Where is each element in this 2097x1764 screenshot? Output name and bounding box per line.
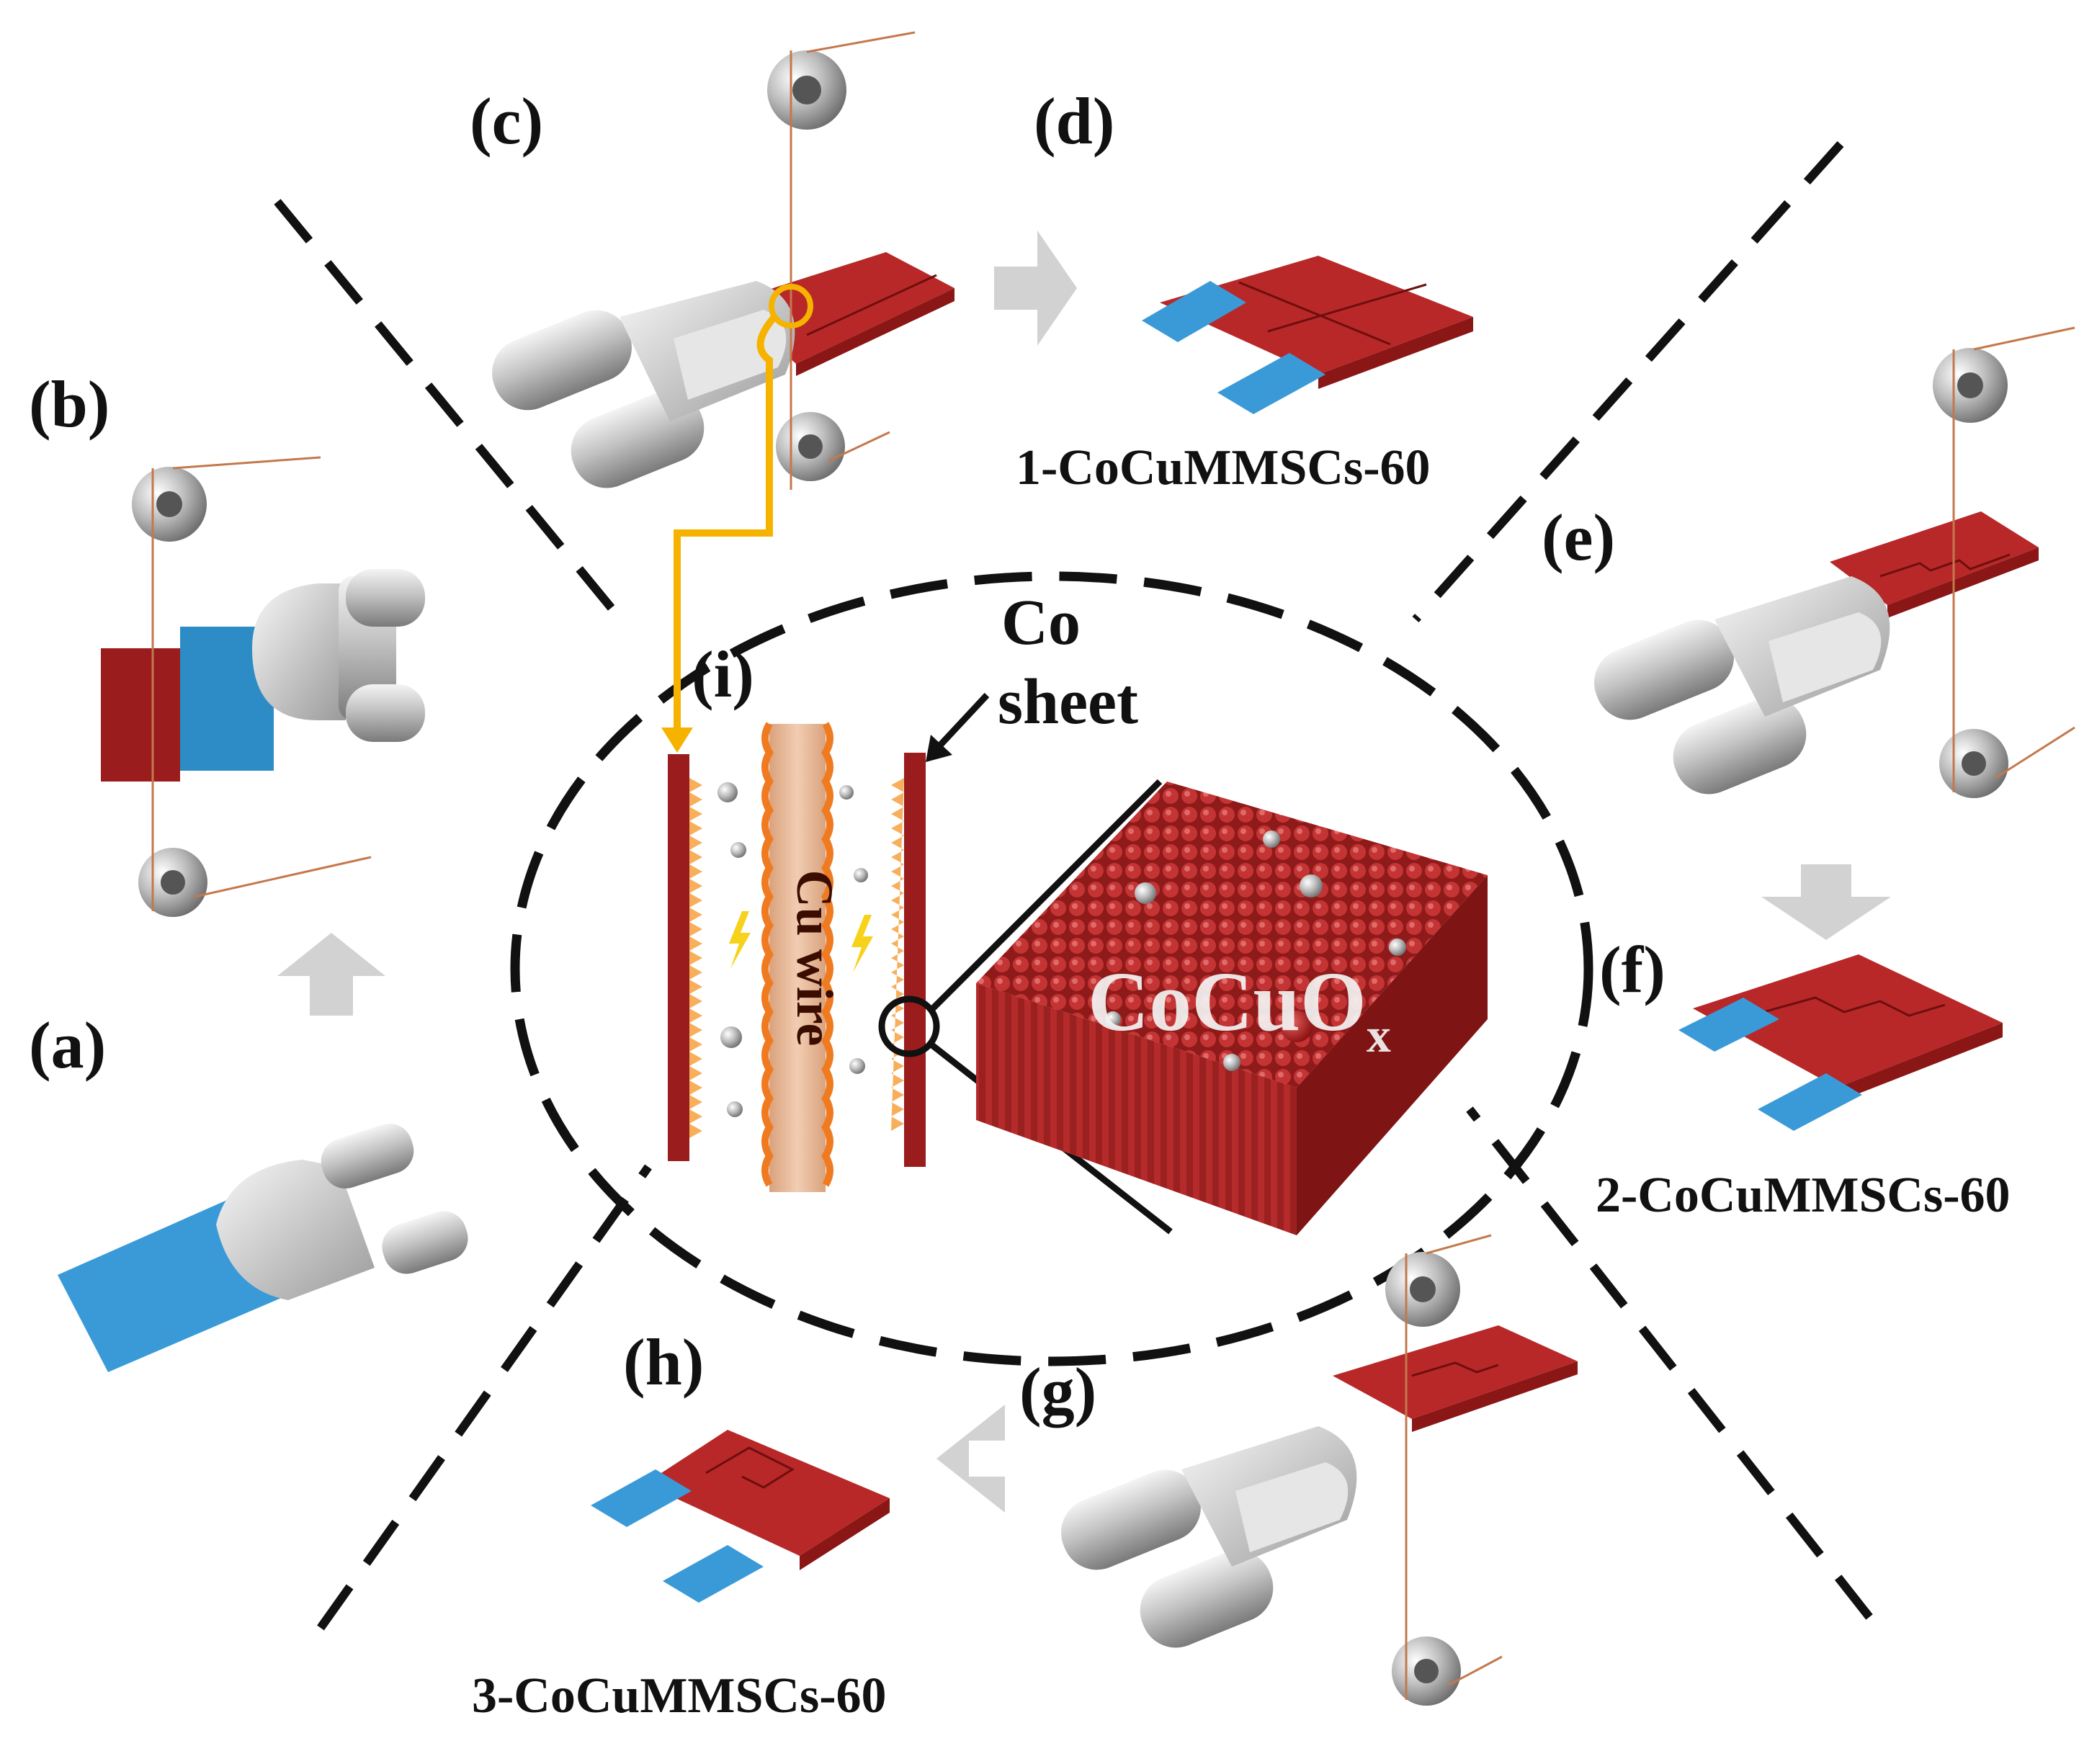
arrow-c-to-d: [994, 230, 1077, 346]
panel-e-illustration: [1594, 326, 2075, 798]
dashed-separators: [274, 141, 1873, 1631]
sample-label-1: 1-CoCuMMSCs-60: [1016, 440, 1431, 496]
insulator-tab: [1142, 281, 1246, 342]
panel-label-h: (h): [623, 1325, 705, 1399]
insulator-tab: [1217, 353, 1325, 414]
wire-spool-icon: [1385, 1252, 1461, 1706]
wire-spool-icon: [767, 50, 846, 481]
panel-c-illustration: [492, 31, 954, 490]
insulator-tab: [1678, 998, 1779, 1052]
panel-label-i: (i): [692, 637, 754, 711]
product-2-illustration: [1678, 954, 2003, 1131]
arrow-icon: [277, 230, 1891, 1513]
panel-label-b: (b): [29, 367, 110, 441]
edm-head-icon: [216, 1123, 468, 1300]
svg-text:CoCuOx: CoCuOx: [1088, 954, 1391, 1062]
edm-head-icon: [492, 281, 795, 488]
arrow-g-to-h: [936, 1405, 1005, 1513]
particles: [717, 782, 868, 1117]
spark-icon: [729, 911, 873, 972]
product-3-illustration: [591, 1430, 890, 1603]
gold-zoom-path: [661, 314, 777, 753]
co-sheet-label-line1: Co: [1001, 587, 1081, 658]
insulator-tab: [1758, 1073, 1862, 1131]
magnifier-circle-icon: [878, 995, 940, 1057]
cocuox-label: CoCuOx: [1088, 954, 1391, 1062]
separator-upper-right: [1412, 141, 1844, 622]
panel-label-e: (e): [1542, 501, 1616, 574]
cocuox-block: [976, 782, 1488, 1235]
wire-spool-icon: [1933, 348, 2008, 798]
co-sheet-right: [904, 753, 926, 1167]
panel-a-illustration: [58, 1123, 468, 1372]
separator-upper-left: [274, 199, 630, 630]
panel-label-g: (g): [1019, 1354, 1097, 1428]
panel-label-d: (d): [1034, 84, 1115, 158]
edm-head-icon: [252, 569, 425, 742]
separator-lower-right: [1466, 1106, 1873, 1620]
panel-b-illustration: [101, 456, 425, 917]
co-sheet-left: [668, 754, 689, 1161]
arrow-a-to-b: [277, 933, 385, 1016]
magnifier-circle-icon: [769, 284, 813, 328]
center-ellipse: [510, 571, 1593, 1366]
wire-spool-icon: [132, 467, 207, 917]
oxide-base-text: CoCuO: [1088, 954, 1367, 1049]
edm-process-schematic: [668, 692, 1488, 1235]
flame-icon: [689, 778, 904, 1138]
panel-label-a: (a): [29, 1008, 107, 1082]
edm-head-icon: [1594, 576, 1890, 794]
insulator-tab: [663, 1545, 764, 1603]
panel-g-illustration: [1061, 1234, 1578, 1706]
edm-head-icon: [1061, 1426, 1357, 1648]
sample-label-2: 2-CoCuMMSCs-60: [1596, 1168, 2011, 1223]
sample-label-3: 3-CoCuMMSCs-60: [472, 1668, 887, 1724]
panel-label-f: (f): [1599, 933, 1665, 1006]
arrow-e-to-f: [1761, 864, 1891, 940]
separator-lower-left: [317, 1164, 652, 1631]
cu-wire-label: Cu wire: [786, 870, 844, 1047]
insulator-tab: [591, 1469, 692, 1527]
cu-wire: [769, 724, 826, 1192]
oxide-sub-text: x: [1367, 1008, 1391, 1062]
product-1-illustration: [1142, 256, 1473, 414]
panel-label-c: (c): [470, 84, 544, 158]
cu-wire-text: Cu wire: [786, 870, 844, 1047]
co-sheet-label-line2: sheet: [998, 666, 1138, 738]
